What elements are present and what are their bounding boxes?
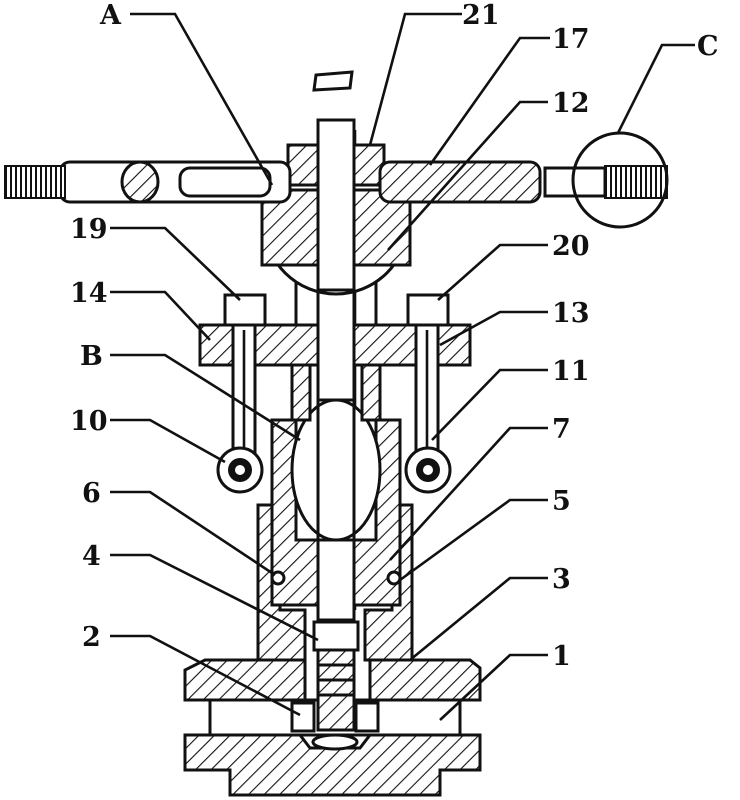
label-3: 3 (552, 564, 571, 595)
label-5: 5 (552, 486, 571, 517)
label-B: B (80, 341, 103, 372)
label-20: 20 (552, 231, 590, 262)
label-17: 17 (552, 24, 590, 55)
label-4: 4 (82, 541, 101, 572)
label-13: 13 (552, 298, 590, 329)
label-C: C (697, 31, 719, 62)
label-14: 14 (70, 278, 108, 309)
label-10: 10 (70, 406, 108, 437)
label-19: 19 (70, 214, 108, 245)
label-11: 11 (552, 356, 590, 387)
label-1: 1 (552, 641, 571, 672)
label-7: 7 (552, 414, 571, 445)
label-6: 6 (82, 478, 101, 509)
label-21: 21 (462, 0, 500, 31)
label-2: 2 (82, 622, 101, 653)
handwheel-hub (262, 120, 410, 294)
label-A: A (99, 0, 122, 31)
label-12: 12 (552, 88, 590, 119)
